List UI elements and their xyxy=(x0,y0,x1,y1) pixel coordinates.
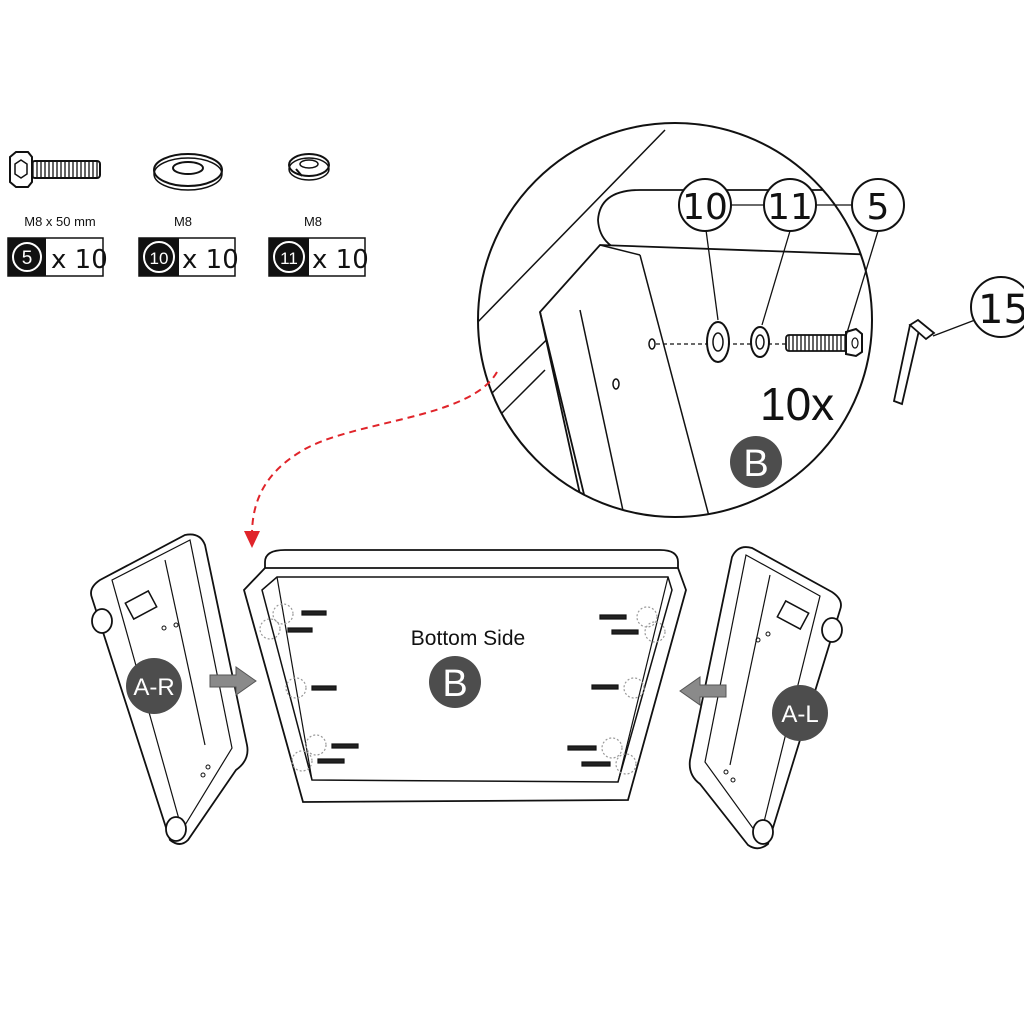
panel-badge-b: B xyxy=(429,656,481,708)
callout-10: 10 xyxy=(678,178,732,232)
callout-5: 5 xyxy=(851,178,905,232)
fastener-set xyxy=(567,606,666,775)
quantity-box-flat-washer: 10 x 10 xyxy=(138,237,239,277)
bolt-count: 10x xyxy=(760,378,834,430)
quantity-box-spring-washer: 11 x 10 xyxy=(268,237,369,277)
parts-legend: M8 x 50 mm M8 M8 5 x 10 10 x 10 11 x 10 xyxy=(7,151,369,277)
panel-letter-b: B xyxy=(442,663,467,705)
bottom-side-caption: Bottom Side xyxy=(411,627,525,650)
quantity-bolt: x 10 xyxy=(51,245,108,275)
panel-label-a-r: A-R xyxy=(133,674,174,701)
panel-letter-detail: B xyxy=(743,443,768,485)
part-caption-bolt: M8 x 50 mm xyxy=(24,214,96,229)
spring-washer-icon xyxy=(288,153,330,181)
quantity-flat-washer: x 10 xyxy=(182,245,239,275)
spring-washer-icon xyxy=(750,326,770,358)
allen-key-icon: 15 xyxy=(892,276,1024,406)
tool-number-15: 15 xyxy=(978,287,1024,333)
side-panel-a-l: A-L xyxy=(679,546,843,850)
panel-badge-a-r: A-R xyxy=(126,658,182,714)
panel-badge-a-l: A-L xyxy=(772,685,828,741)
part-number-11: 11 xyxy=(280,249,298,268)
bottom-panel: Bottom Side B xyxy=(242,549,687,803)
flat-washer-icon xyxy=(706,321,730,363)
bolt-icon xyxy=(9,151,101,188)
panel-label-a-l: A-L xyxy=(781,701,818,728)
zoom-detail: 10 11 5 10x B xyxy=(477,122,905,518)
callout-11: 11 xyxy=(763,178,817,232)
arrow-right-icon xyxy=(209,666,257,696)
part-number-5: 5 xyxy=(22,248,33,269)
callout-10-label: 10 xyxy=(682,187,728,228)
part-number-10: 10 xyxy=(150,249,169,268)
side-panel-a-r: A-R xyxy=(90,533,257,845)
callout-5-label: 5 xyxy=(867,187,890,228)
bolt-icon xyxy=(785,327,863,358)
quantity-box-bolt: 5 x 10 xyxy=(7,237,108,277)
arrow-left-icon xyxy=(679,676,727,706)
detail-pointer-arrow xyxy=(244,371,498,548)
part-caption-spring-washer: M8 xyxy=(304,214,322,229)
part-caption-flat-washer: M8 xyxy=(174,214,192,229)
callout-11-label: 11 xyxy=(767,187,813,228)
panel-badge-b-detail: B xyxy=(730,436,782,488)
flat-washer-icon xyxy=(153,153,223,191)
quantity-spring-washer: x 10 xyxy=(312,245,369,275)
fastener-set xyxy=(259,603,359,772)
